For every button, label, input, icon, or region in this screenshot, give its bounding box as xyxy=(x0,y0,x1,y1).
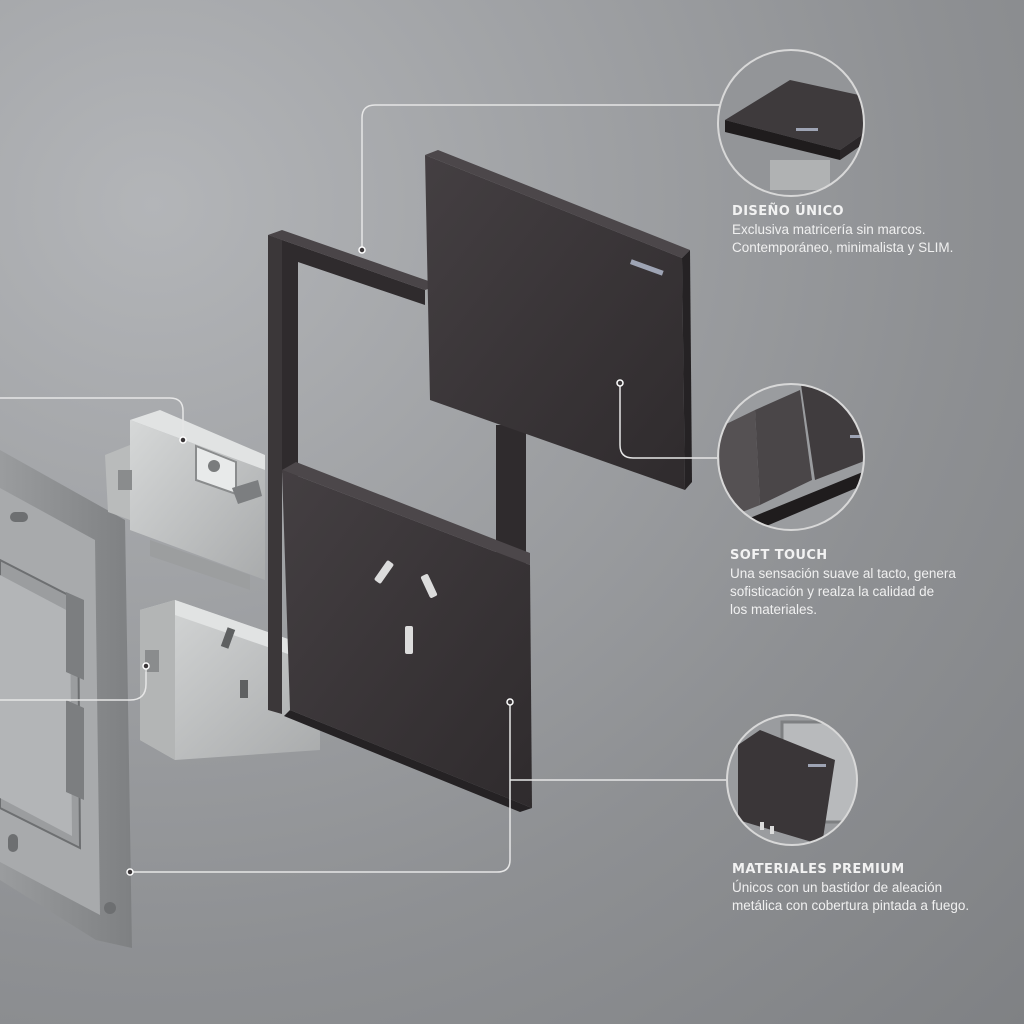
feature-description: Únicos con un bastidor de aleación metál… xyxy=(732,880,970,913)
feature-description: Exclusiva matricería sin marcos. Contemp… xyxy=(732,222,954,255)
feature-title: SOFT TOUCH xyxy=(730,548,828,563)
leader-dots xyxy=(126,246,624,876)
detail-circle-slim-design xyxy=(717,49,865,197)
feature-description: Una sensación suave al tacto, genera sof… xyxy=(730,566,956,617)
feature-design: DISEÑO ÚNICO Exclusiva matricería sin ma… xyxy=(732,204,1012,257)
feature-title: MATERIALES PREMIUM xyxy=(732,862,905,877)
feature-materials: MATERIALES PREMIUM Únicos con un bastido… xyxy=(732,862,1012,915)
detail-circle-premium-materials xyxy=(726,714,858,846)
metal-mounting-frame xyxy=(0,450,132,948)
leader-lines xyxy=(0,104,728,873)
feature-title: DISEÑO ÚNICO xyxy=(732,204,844,219)
feature-soft-touch: SOFT TOUCH Una sensación suave al tacto,… xyxy=(730,548,1010,619)
detail-circle-soft-touch xyxy=(717,383,865,531)
switch-module xyxy=(105,410,265,590)
switch-cover-plate xyxy=(425,150,692,490)
socket-cover-plate xyxy=(282,462,532,812)
wall-plate-frame xyxy=(268,230,526,714)
